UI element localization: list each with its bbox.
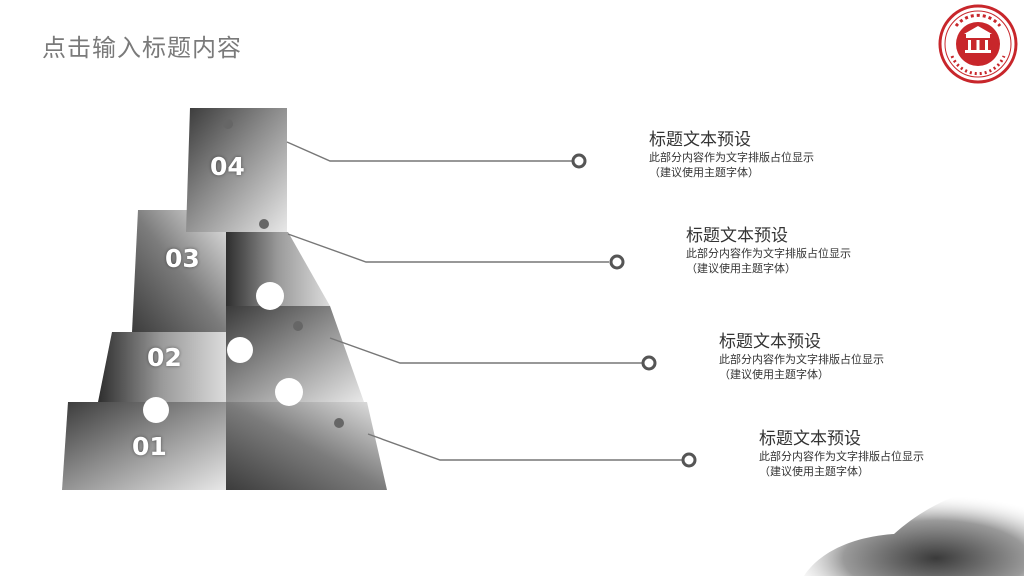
- text-block-note: （建议使用主题字体）: [719, 368, 829, 381]
- level-number-01: 01: [132, 432, 167, 461]
- text-block-body: 此部分内容作为文字排版占位显示: [649, 151, 814, 164]
- pyramid-piece-03-left: [132, 210, 226, 332]
- connector-node-02: [641, 355, 657, 371]
- text-block-title: 标题文本预设: [649, 130, 751, 150]
- pyramid-piece-02-left: [98, 332, 226, 402]
- pyramid-piece-04: [186, 108, 287, 232]
- level-number-02: 02: [147, 343, 182, 372]
- text-block-body: 此部分内容作为文字排版占位显示: [686, 247, 851, 260]
- connector-node-03: [609, 254, 625, 270]
- text-block-body: 此部分内容作为文字排版占位显示: [759, 450, 924, 463]
- pyramid-piece-01-left: [62, 402, 226, 490]
- ink-wash-decoration: [804, 486, 1024, 576]
- text-block-note: （建议使用主题字体）: [759, 465, 869, 478]
- text-block-04: 标题文本预设 此部分内容作为文字排版占位显示 （建议使用主题字体）: [649, 130, 849, 180]
- text-block-title: 标题文本预设: [719, 332, 821, 352]
- pyramid-piece-01-right: [226, 402, 387, 490]
- connector-line-01: [367, 433, 682, 461]
- text-block-02: 标题文本预设 此部分内容作为文字排版占位显示 （建议使用主题字体）: [719, 332, 919, 382]
- connector-line-04: [286, 141, 572, 162]
- connector-node-01: [681, 452, 697, 468]
- connector-node-04: [571, 153, 587, 169]
- connector-line-02: [329, 337, 642, 364]
- connector-line-03: [287, 233, 609, 263]
- text-block-01: 标题文本预设 此部分内容作为文字排版占位显示 （建议使用主题字体）: [759, 429, 959, 479]
- text-block-title: 标题文本预设: [759, 429, 861, 449]
- level-number-04: 04: [210, 152, 245, 181]
- level-number-03: 03: [165, 244, 200, 273]
- text-block-body: 此部分内容作为文字排版占位显示: [719, 353, 884, 366]
- page-title: 点击输入标题内容: [42, 34, 242, 62]
- text-block-title: 标题文本预设: [686, 226, 788, 246]
- university-seal-icon: [938, 4, 1018, 84]
- text-block-note: （建议使用主题字体）: [649, 166, 759, 179]
- pyramid-piece-03-right: [226, 232, 330, 306]
- pyramid-piece-02-right: [226, 306, 364, 402]
- text-block-03: 标题文本预设 此部分内容作为文字排版占位显示 （建议使用主题字体）: [686, 226, 886, 276]
- text-block-note: （建议使用主题字体）: [686, 262, 796, 275]
